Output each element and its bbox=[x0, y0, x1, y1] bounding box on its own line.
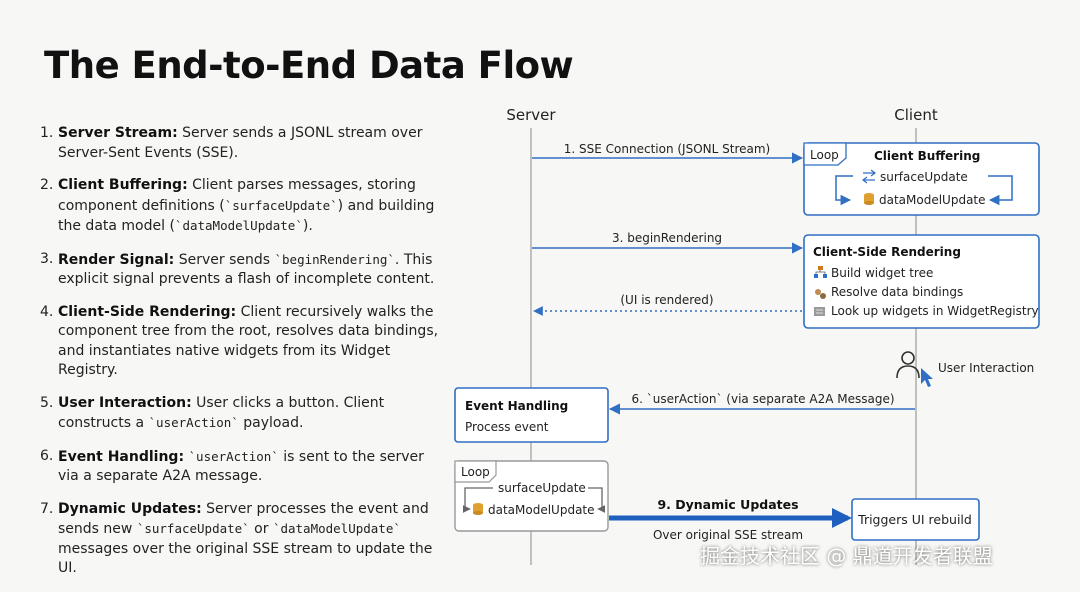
server-loop-tag bbox=[454, 460, 497, 483]
step-item: 5.User Interaction: User clicks a button… bbox=[40, 394, 440, 434]
msg3-label: 3. beginRendering bbox=[612, 231, 722, 245]
step-text: Render Signal: Server sends `beginRender… bbox=[58, 250, 440, 290]
step-heading: Client Buffering: bbox=[58, 177, 188, 193]
server-loop-item1: surfaceUpdate bbox=[498, 481, 586, 495]
hierarchy-icon bbox=[814, 266, 827, 278]
cursor-icon bbox=[921, 368, 933, 387]
page-title: The End-to-End Data Flow bbox=[44, 44, 574, 87]
client-rendering-item2: Resolve data bindings bbox=[831, 285, 963, 299]
step-number: 2. bbox=[40, 177, 54, 193]
step-number: 5. bbox=[40, 394, 54, 411]
event-handling-item: Process event bbox=[465, 420, 549, 434]
server-loop-right-arrow bbox=[588, 487, 606, 513]
client-buffering-item1: surfaceUpdate bbox=[880, 170, 968, 184]
database-icon bbox=[864, 193, 874, 205]
step-code: `dataModelUpdate` bbox=[272, 521, 401, 536]
database-icon bbox=[473, 503, 483, 515]
msg1-label: 1. SSE Connection (JSONL Stream) bbox=[564, 142, 770, 156]
step-item: 6.Event Handling: `userAction` is sent t… bbox=[40, 447, 440, 487]
triggers-rebuild-label: Triggers UI rebuild bbox=[857, 512, 972, 527]
step-body: or bbox=[249, 521, 273, 537]
user-icon bbox=[896, 351, 920, 379]
step-body: payload. bbox=[238, 415, 304, 431]
client-lifeline-label: Client bbox=[894, 106, 938, 124]
step-body: ). bbox=[302, 218, 313, 234]
step-text: Client Buffering: Client parses messages… bbox=[58, 176, 440, 237]
server-loop-label: Loop bbox=[461, 465, 490, 479]
user-interaction-label: User Interaction bbox=[938, 361, 1034, 375]
server-loop-item2: dataModelUpdate bbox=[488, 503, 595, 517]
step-code: `userAction` bbox=[148, 415, 239, 430]
event-handling-box bbox=[454, 387, 609, 443]
client-buffering-item2: dataModelUpdate bbox=[879, 193, 986, 207]
step-body: Client parses messages, storing componen… bbox=[58, 177, 416, 214]
client-rendering-item1: Build widget tree bbox=[831, 266, 933, 280]
step-body: Server sends bbox=[174, 251, 275, 268]
step-heading: Server Stream: bbox=[58, 125, 178, 141]
step-heading: Client-Side Rendering: bbox=[58, 303, 237, 320]
client-buffering-title: Client Buffering bbox=[874, 149, 980, 163]
msg9-sublabel: Over original SSE stream bbox=[653, 528, 803, 542]
ui-rendered-label: (UI is rendered) bbox=[620, 293, 713, 307]
step-body: Server sends a JSONL stream over Server-… bbox=[58, 125, 423, 161]
step-item: 3.Render Signal: Server sends `beginRend… bbox=[40, 250, 440, 290]
step-number: 1. bbox=[40, 125, 54, 141]
step-body: Server processes the event and sends new bbox=[58, 500, 429, 538]
msg6-label: 6. `userAction` (via separate A2A Messag… bbox=[631, 392, 894, 406]
step-code: `dataModelUpdate` bbox=[174, 218, 303, 233]
step-heading: Render Signal: bbox=[58, 251, 175, 268]
link-icon bbox=[815, 289, 826, 299]
step-code: `beginRendering` bbox=[274, 251, 395, 267]
step-heading: User Interaction: bbox=[58, 394, 192, 411]
registry-icon bbox=[814, 307, 825, 316]
step-heading: Dynamic Updates: bbox=[58, 500, 202, 517]
client-rendering-box bbox=[803, 234, 1040, 329]
step-number: 4. bbox=[40, 303, 54, 320]
client-loop-left-arrow bbox=[835, 175, 853, 206]
server-loop-left-arrow bbox=[462, 487, 493, 513]
step-heading: Event Handling: bbox=[58, 448, 185, 465]
client-rendering-item3: Look up widgets in WidgetRegistry bbox=[831, 304, 1039, 318]
step-code: `surfaceUpdate` bbox=[136, 521, 250, 536]
step-text: Event Handling: `userAction` is sent to … bbox=[58, 447, 440, 487]
client-loop-tag bbox=[803, 142, 847, 166]
step-code: `userAction` bbox=[188, 448, 279, 464]
step-body: . This explicit signal prevents a flash … bbox=[58, 251, 435, 288]
step-number: 6. bbox=[40, 447, 54, 464]
step-text: Client-Side Rendering: Client recursivel… bbox=[58, 303, 440, 381]
step-item: 4.Client-Side Rendering: Client recursiv… bbox=[40, 303, 440, 381]
step-item: 2.Client Buffering: Client parses messag… bbox=[40, 176, 440, 237]
triggers-rebuild-box bbox=[851, 498, 980, 541]
step-number: 3. bbox=[40, 250, 54, 267]
step-text: Server Stream: Server sends a JSONL stre… bbox=[58, 124, 440, 163]
step-text: User Interaction: User clicks a button. … bbox=[58, 394, 440, 434]
step-item: 1.Server Stream: Server sends a JSONL st… bbox=[40, 124, 440, 163]
steps-list: 1.Server Stream: Server sends a JSONL st… bbox=[40, 124, 440, 592]
client-rendering-title: Client-Side Rendering bbox=[813, 245, 961, 259]
server-lifeline-label: Server bbox=[506, 106, 556, 124]
step-text: Dynamic Updates: Server processes the ev… bbox=[58, 500, 440, 579]
sync-arrows-icon bbox=[862, 169, 876, 184]
client-loop-right-arrow bbox=[988, 175, 1013, 206]
client-buffering-box bbox=[803, 142, 1040, 216]
step-body: is sent to the server via a separate A2A… bbox=[58, 448, 424, 485]
msg9-label: 9. Dynamic Updates bbox=[657, 497, 798, 512]
step-number: 7. bbox=[40, 500, 54, 517]
step-body: messages over the original SSE stream to… bbox=[58, 540, 433, 577]
step-item: 7.Dynamic Updates: Server processes the … bbox=[40, 500, 440, 579]
event-handling-title: Event Handling bbox=[465, 399, 568, 413]
step-body: Client recursively walks the component t… bbox=[58, 303, 439, 379]
client-loop-label: Loop bbox=[810, 148, 839, 162]
step-body: ) and building the data model ( bbox=[58, 197, 435, 235]
step-code: `surfaceUpdate` bbox=[224, 197, 338, 213]
step-body: User clicks a button. Client constructs … bbox=[58, 394, 385, 432]
watermark: 掘金技术社区 @ 鼎道开发者联盟 bbox=[700, 544, 993, 568]
